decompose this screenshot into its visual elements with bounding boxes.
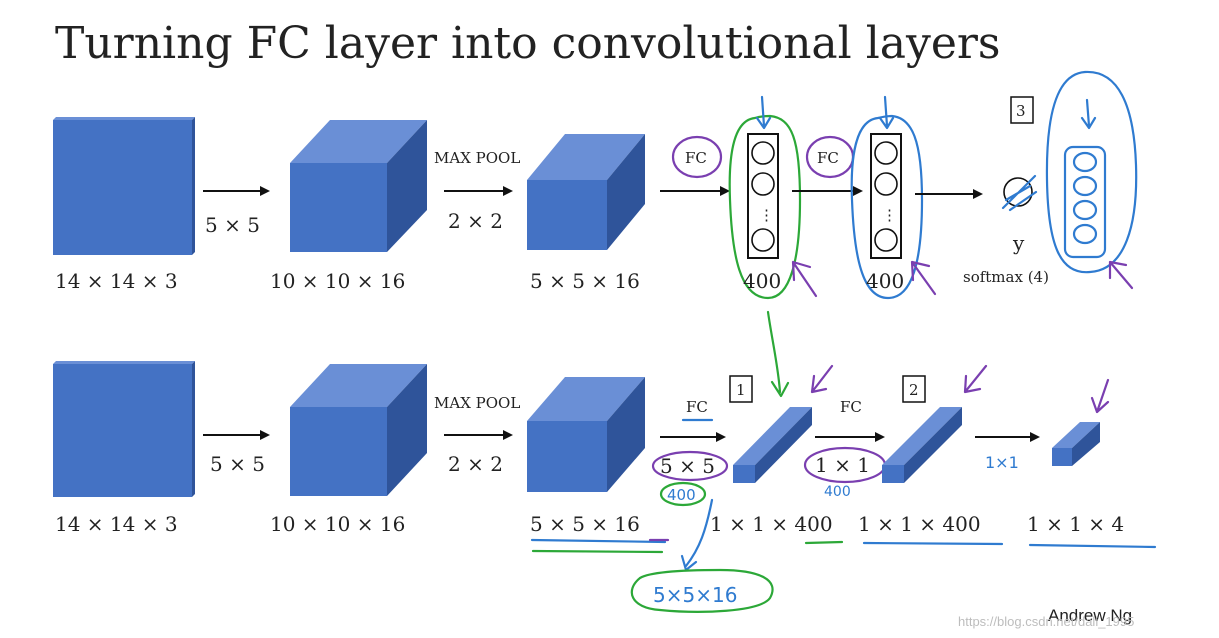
author-credit: Andrew Ng — [1048, 606, 1132, 625]
arrowhead — [875, 432, 885, 442]
watermark: https://blog.csdn.net/dali_1995 — [958, 614, 1134, 629]
pointer-annotation — [1108, 260, 1134, 290]
step-box-1-label: 1 — [736, 381, 746, 399]
annot-1x1: 1×1 — [985, 453, 1019, 472]
down-arrow-annotation — [878, 95, 895, 130]
blue-connector-arrow — [680, 498, 714, 572]
pointer-annotation — [810, 364, 834, 394]
fc-label-bottom-2: FC — [840, 398, 862, 416]
softmax-units — [1063, 145, 1107, 259]
slide-title: Turning FC layer into convolutional laye… — [55, 18, 1001, 69]
dim-label-fc1-bottom: 1 × 1 × 400 — [710, 512, 833, 536]
dim-label-output-bottom: 1 × 1 × 4 — [1027, 512, 1124, 536]
annot-400-b: 400 — [824, 484, 851, 500]
underline-annotation — [531, 549, 664, 554]
arrowhead — [1030, 432, 1040, 442]
dim-label-input-bottom: 14 × 14 × 3 — [55, 512, 178, 536]
pointer-annotation — [1090, 378, 1110, 414]
input-volume-bottom — [53, 361, 195, 497]
arrowhead — [260, 430, 270, 440]
pool-volume-bottom — [527, 377, 645, 492]
neuron-count-1: 400 — [743, 269, 781, 293]
fc-conv-volume-2 — [882, 407, 962, 483]
annot-5x5x16: 5×5×16 — [653, 583, 737, 607]
filter-label-top: 5 × 5 — [205, 213, 260, 237]
down-arrow-annotation — [755, 95, 772, 130]
dim-label-pool-top: 5 × 5 × 16 — [530, 269, 640, 293]
step-box-3-label: 3 — [1016, 102, 1026, 120]
underline-annotation — [862, 541, 1004, 546]
step-box-2 — [902, 375, 926, 403]
underline-annotation — [804, 540, 844, 545]
arrowhead — [720, 186, 730, 196]
maxpool-label-top: MAX POOL — [434, 149, 520, 167]
neuron-column-1 — [747, 133, 779, 259]
annot-400-a: 400 — [667, 486, 696, 504]
step-box-1 — [729, 375, 753, 403]
arrowhead — [853, 186, 863, 196]
fc-label-top-1: FC — [685, 149, 707, 167]
dim-label-input-top: 14 × 14 × 3 — [55, 269, 178, 293]
fc-circle-annotation — [671, 135, 723, 179]
pool-volume-top — [527, 134, 645, 250]
dim-label-pool-bottom: 5 × 5 × 16 — [530, 512, 640, 536]
dim-label-conv-top: 10 × 10 × 16 — [270, 269, 405, 293]
filter-label-bottom: 5 × 5 — [210, 452, 265, 476]
output-node-crossed — [1001, 174, 1038, 212]
softmax-label: softmax (4) — [963, 268, 1049, 286]
arrowhead — [973, 189, 983, 199]
pointer-annotation — [791, 260, 818, 298]
input-volume-top — [53, 117, 195, 255]
fc-label-bottom-1: FC — [686, 398, 708, 416]
green-loop-annotation — [728, 114, 802, 300]
arrowhead — [503, 186, 513, 196]
down-arrow-annotation — [1080, 98, 1097, 130]
green-circle-annotation — [659, 481, 707, 507]
blue-loop-annotation — [1045, 70, 1138, 274]
fc-filter-bottom-1: 5 × 5 — [660, 454, 715, 478]
step-box-3 — [1010, 96, 1034, 124]
fc-conv-volume-1 — [733, 407, 812, 483]
fc-label-top-2: FC — [817, 149, 839, 167]
output-symbol: y — [1012, 231, 1025, 255]
neuron-column-2 — [870, 133, 902, 259]
conv-volume-bottom — [290, 364, 427, 496]
conv-volume-top — [290, 120, 427, 252]
underline-annotation — [530, 538, 667, 544]
pool-size-bottom: 2 × 2 — [448, 452, 503, 476]
arrowhead — [716, 432, 726, 442]
output-volume-bottom — [1052, 422, 1100, 466]
pointer-annotation — [963, 364, 988, 394]
neuron-count-2: 400 — [866, 269, 904, 293]
blue-loop-annotation — [850, 114, 924, 300]
fc-filter-bottom-2: 1 × 1 — [815, 453, 870, 477]
maxpool-label-bottom: MAX POOL — [434, 394, 520, 412]
step-box-2-label: 2 — [909, 381, 919, 399]
ellipsis-2: ⋮ — [882, 206, 897, 224]
ellipsis-1: ⋮ — [759, 206, 774, 224]
pointer-annotation — [910, 260, 937, 296]
arrowhead — [260, 186, 270, 196]
green-connector-arrow — [766, 310, 790, 398]
arrowhead — [503, 430, 513, 440]
underline-annotation — [1028, 543, 1157, 549]
filter-circle-annotation — [651, 450, 729, 482]
dim-label-conv-bottom: 10 × 10 × 16 — [270, 512, 405, 536]
pool-size-top: 2 × 2 — [448, 209, 503, 233]
dim-label-fc2-bottom: 1 × 1 × 400 — [858, 512, 981, 536]
green-loop-annotation — [630, 568, 774, 613]
